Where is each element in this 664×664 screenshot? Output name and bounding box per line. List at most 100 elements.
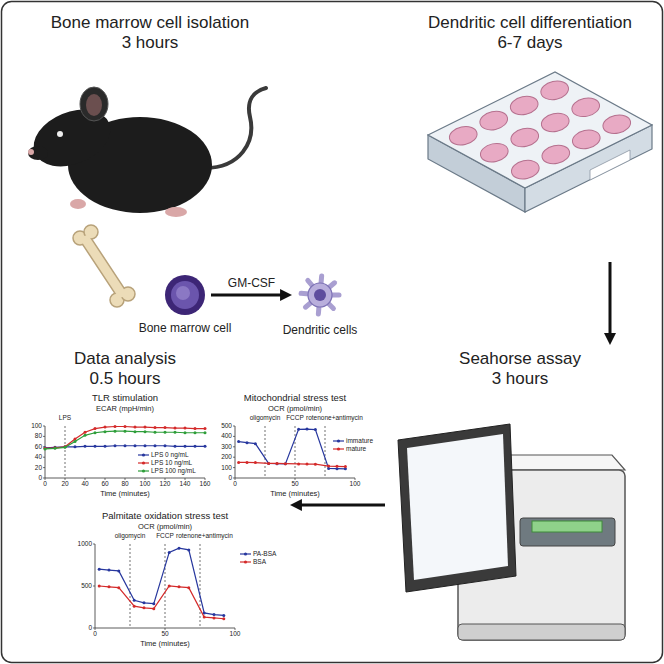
legend-text: LPS 100 ng/mL	[151, 467, 196, 475]
bone-shaft	[86, 240, 121, 293]
mouse-paw	[70, 199, 86, 209]
stage-title: Seahorse assay	[385, 349, 655, 369]
data-point	[344, 465, 347, 468]
tick-label: 20	[35, 464, 42, 472]
axis-title: Time (minutes)	[270, 489, 320, 498]
arrow-connector	[211, 294, 284, 297]
plate-well	[448, 124, 479, 147]
legend-line	[240, 561, 251, 562]
tick-mark	[355, 478, 356, 480]
plate-barcode	[590, 150, 630, 180]
legend-dot	[244, 560, 247, 563]
plate-well	[601, 113, 632, 136]
chart-axis	[45, 426, 205, 478]
legend-text: LPS 10 ng/mL	[151, 459, 192, 467]
data-point	[267, 462, 270, 465]
data-series	[99, 586, 224, 619]
data-point	[276, 462, 279, 465]
tick-label: 100	[31, 422, 42, 430]
injection-label: FCCP	[156, 532, 174, 540]
data-point	[203, 616, 206, 619]
data-point	[108, 585, 111, 588]
tick-mark	[233, 426, 235, 427]
tick-label: 0	[43, 480, 47, 488]
tick-mark	[43, 457, 45, 458]
data-point	[204, 445, 207, 448]
data-point	[64, 445, 67, 448]
data-point	[314, 428, 317, 431]
cell-body	[308, 283, 332, 307]
data-point	[154, 444, 157, 447]
data-point	[74, 440, 77, 443]
injection-label: rotenone+antimycin	[176, 532, 233, 540]
tick-label: 60	[101, 480, 108, 488]
injection-line	[200, 544, 201, 628]
stage-region: Seahorse assay3 hours	[385, 345, 655, 657]
legend-text: immature	[346, 437, 373, 445]
legend-swatch	[240, 551, 251, 557]
tick-mark	[233, 446, 235, 447]
legend-swatch	[333, 446, 344, 452]
legend-swatch	[333, 438, 344, 444]
data-point	[104, 430, 107, 433]
data-point	[222, 617, 225, 620]
data-point	[306, 428, 309, 431]
tick-label: 0	[93, 630, 97, 638]
tick-mark	[85, 478, 86, 480]
data-series	[99, 548, 224, 615]
analyzer-base	[458, 624, 625, 640]
plate-well	[571, 128, 602, 151]
data-point	[237, 440, 240, 443]
tick-mark	[93, 586, 95, 587]
tick-label: 400	[221, 432, 232, 440]
data-point	[44, 447, 47, 450]
cell-nucleus	[314, 289, 326, 301]
data-series	[45, 427, 205, 449]
plate-well	[479, 141, 510, 164]
data-point	[297, 428, 300, 431]
plate-top	[428, 72, 652, 188]
tick-label: 0	[233, 480, 237, 488]
cell-nucleus	[176, 286, 190, 300]
data-point	[164, 431, 167, 434]
tick-label: 100	[221, 464, 232, 472]
stage-heading: Dendritic cell differentiation6-7 days	[400, 13, 660, 53]
bone-marrow-cell-icon	[163, 273, 207, 317]
data-point	[336, 465, 339, 468]
tick-mark	[165, 478, 166, 480]
tick-mark	[165, 628, 166, 630]
analyzer-screen	[407, 434, 508, 580]
tick-mark	[125, 478, 126, 480]
tick-label: 50	[161, 630, 168, 638]
tick-label: 140	[180, 480, 191, 488]
data-point	[98, 568, 101, 571]
data-point	[114, 444, 117, 447]
injection-label: oligomycin	[115, 532, 146, 540]
legend-entry: immature	[333, 437, 373, 445]
mouse-ear-inner	[86, 94, 102, 116]
stage-title: Bone marrow cell isolation	[25, 13, 275, 33]
tick-label: 80	[35, 432, 42, 440]
data-point	[94, 427, 97, 430]
data-point	[104, 426, 107, 429]
legend-entry: mature	[333, 445, 366, 453]
line-chart	[233, 426, 355, 480]
data-point	[124, 425, 127, 428]
tick-mark	[233, 436, 235, 437]
data-point	[154, 431, 157, 434]
data-point	[84, 445, 87, 448]
data-point	[84, 434, 87, 437]
stage-title: Dendritic cell differentiation	[400, 13, 660, 33]
plate-well	[509, 94, 540, 117]
data-point	[124, 444, 127, 447]
data-point	[133, 599, 136, 602]
tick-mark	[233, 478, 235, 479]
tick-label: 50	[291, 480, 298, 488]
stage-heading: Bone marrow cell isolation3 hours	[25, 13, 275, 53]
mouse	[25, 87, 266, 217]
data-point	[44, 447, 47, 450]
bone-outline	[86, 240, 121, 293]
stage-duration: 0.5 hours	[15, 369, 235, 389]
tick-mark	[43, 436, 45, 437]
plate-well	[540, 111, 571, 134]
